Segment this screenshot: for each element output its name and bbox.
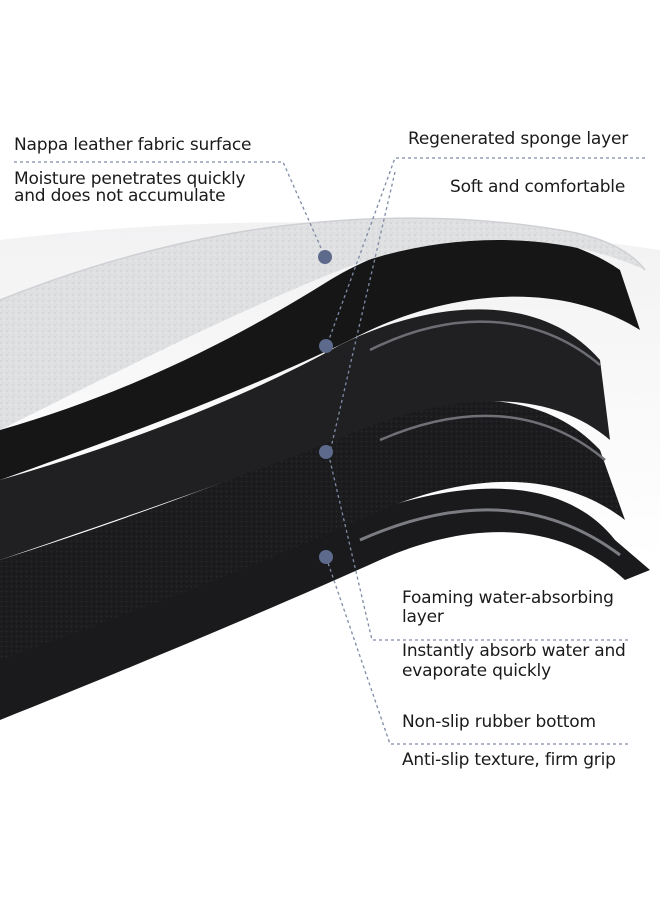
nappa-title: Nappa leather fabric surface: [14, 135, 252, 155]
sponge-description: Soft and comfortable: [450, 177, 626, 197]
leader-lines: [14, 157, 645, 745]
foam-water-absorbing-layer: [0, 400, 625, 660]
sponge-title: Regenerated sponge layer: [408, 129, 629, 149]
regenerated-sponge-layer: [0, 309, 610, 560]
fabric-edge-layer: [0, 233, 640, 480]
leader-line-foam: [327, 451, 628, 641]
rubber-description: Anti-slip texture, firm grip: [402, 750, 616, 770]
marker-dot-sponge: [319, 339, 333, 353]
rubber-title: Non-slip rubber bottom: [402, 712, 596, 732]
marker-dot-nappa: [318, 250, 332, 264]
foam-title-line-2: layer: [402, 607, 444, 627]
foam-description-line-2: evaporate quickly: [402, 661, 551, 681]
nappa-description-line-2: and does not accumulate: [14, 186, 226, 206]
foam-title-line-1: Foaming water-absorbing: [402, 588, 614, 608]
nappa-fabric-surface: [0, 218, 645, 430]
foam-description-line-1: Instantly absorb water and: [402, 641, 626, 661]
marker-dots: [318, 250, 333, 564]
nappa-description-line-1: Moisture penetrates quickly: [14, 169, 246, 189]
marker-dot-foam: [319, 445, 333, 459]
leader-line-nappa: [14, 161, 326, 258]
marker-dot-rubber: [319, 550, 333, 564]
leader-line-rubber: [325, 556, 628, 745]
